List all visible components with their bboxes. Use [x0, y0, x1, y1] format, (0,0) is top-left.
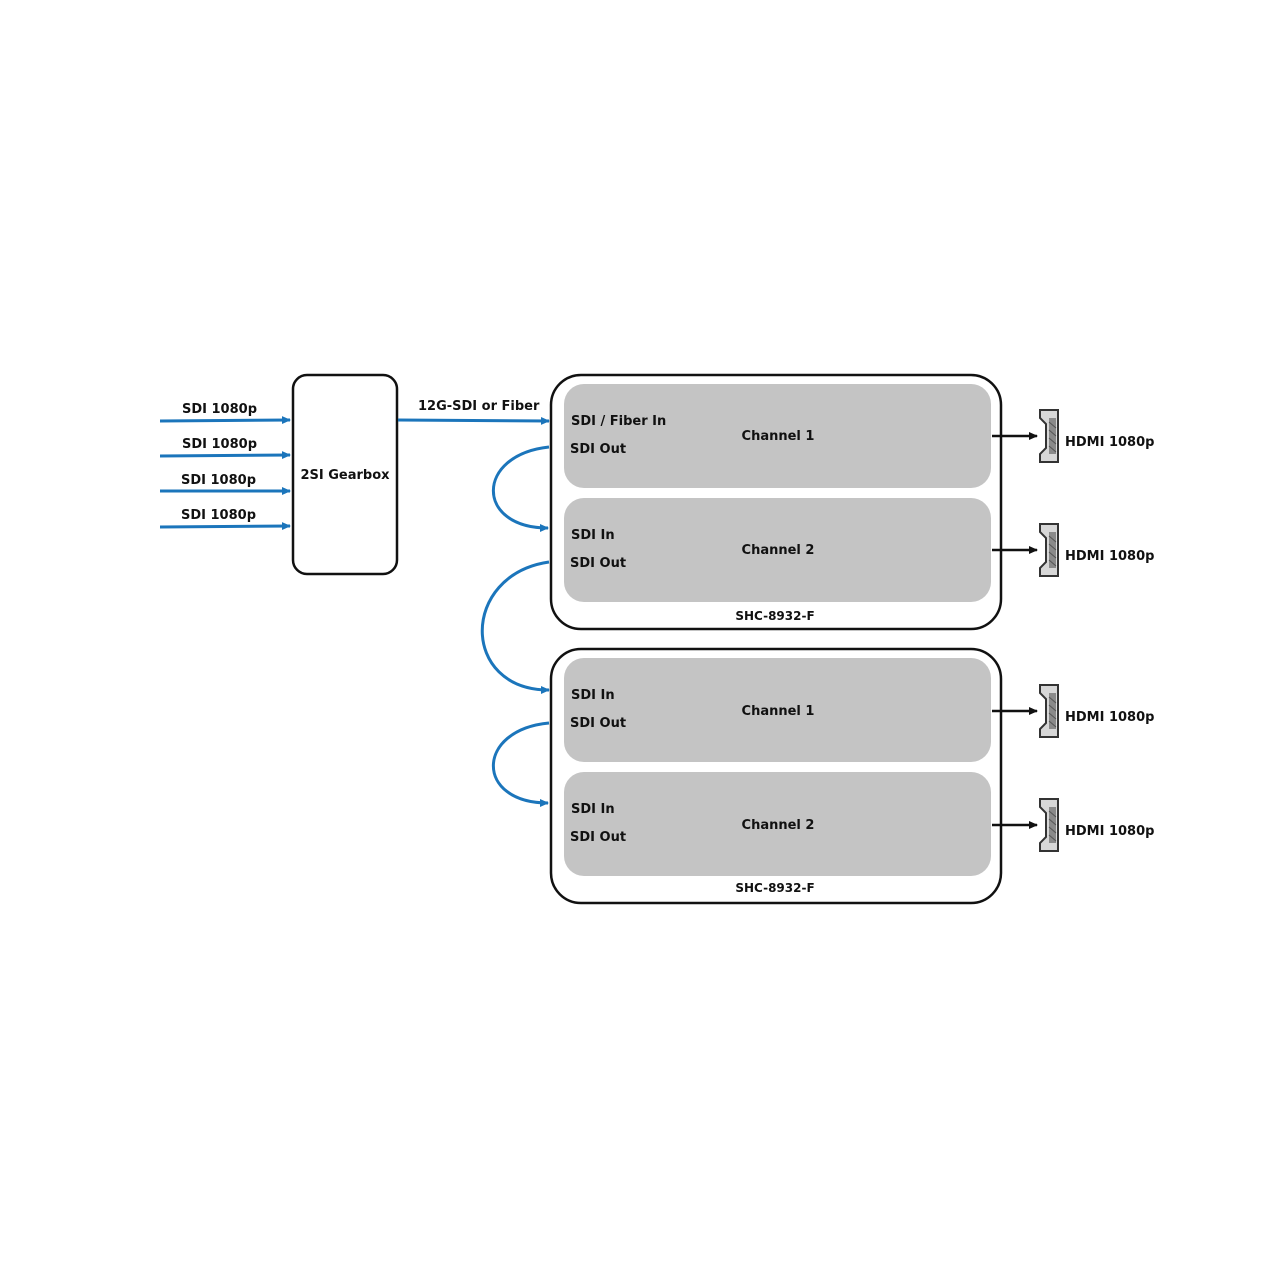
- unit-2-ch2-title: Channel 2: [742, 818, 815, 833]
- unit-1-model-label: SHC-8932-F: [735, 609, 814, 623]
- input-label-2: SDI 1080p: [182, 437, 257, 452]
- unit-2-ch2-in-label: SDI In: [571, 802, 615, 817]
- input-label-1: SDI 1080p: [182, 402, 257, 417]
- unit-2: SDI In SDI Out Channel 1 SDI In SDI Out …: [549, 647, 1003, 905]
- unit-2-channel-1-panel: [564, 658, 991, 762]
- hdmi-output-4: HDMI 1080p: [992, 798, 1154, 852]
- unit-2-ch1-out-label: SDI Out: [570, 716, 626, 731]
- loop-arrow-u1-to-u2: [480, 560, 550, 694]
- unit-2-ch1-title: Channel 1: [742, 704, 815, 719]
- unit-1: SDI / Fiber In SDI Out Channel 1 SDI In …: [549, 373, 1003, 631]
- loop-arrow-u1-ch1-to-ch2: [492, 445, 550, 532]
- unit-1-ch1-in-label: SDI / Fiber In: [571, 414, 666, 429]
- link-group: 12G-SDI or Fiber: [397, 399, 550, 425]
- hdmi-connector-icon: [1039, 798, 1059, 852]
- unit-1-ch1-title: Channel 1: [742, 429, 815, 444]
- hdmi-label-1: HDMI 1080p: [1065, 435, 1154, 450]
- hdmi-connector-icon: [1039, 523, 1059, 577]
- hdmi-label-3: HDMI 1080p: [1065, 710, 1154, 725]
- hdmi-output-1: HDMI 1080p: [992, 409, 1154, 463]
- unit-2-channel-2-panel: [564, 772, 991, 876]
- hdmi-output-2: HDMI 1080p: [992, 523, 1154, 577]
- hdmi-label-4: HDMI 1080p: [1065, 824, 1154, 839]
- unit-2-model-label: SHC-8932-F: [735, 881, 814, 895]
- loop-arrow-u2-ch1-to-ch2: [492, 721, 550, 807]
- hdmi-connector-icon: [1039, 684, 1059, 738]
- loop-through-group: [480, 445, 550, 807]
- unit-2-ch1-in-label: SDI In: [571, 688, 615, 703]
- input-label-3: SDI 1080p: [181, 473, 256, 488]
- gearbox-box: [291, 373, 399, 576]
- unit-1-ch2-title: Channel 2: [742, 543, 815, 558]
- input-arrow-2: [159, 451, 291, 460]
- gearbox-label: 2SI Gearbox: [300, 468, 390, 483]
- unit-1-channel-1-panel: [564, 384, 991, 488]
- input-arrow-4: [159, 522, 291, 531]
- link-arrow: [397, 416, 550, 425]
- input-arrow-1: [159, 416, 291, 425]
- unit-1-ch2-out-label: SDI Out: [570, 556, 626, 571]
- gearbox-block: 2SI Gearbox: [291, 373, 399, 576]
- input-label-4: SDI 1080p: [181, 508, 256, 523]
- unit-2-ch2-out-label: SDI Out: [570, 830, 626, 845]
- unit-1-channel-2-panel: [564, 498, 991, 602]
- hdmi-connector-icon: [1039, 409, 1059, 463]
- hdmi-label-2: HDMI 1080p: [1065, 549, 1154, 564]
- unit-1-ch2-in-label: SDI In: [571, 528, 615, 543]
- unit-1-ch1-out-label: SDI Out: [570, 442, 626, 457]
- input-group: SDI 1080p SDI 1080p SDI 1080p SDI 1080p: [159, 402, 291, 531]
- link-label: 12G-SDI or Fiber: [418, 399, 540, 414]
- hdmi-output-3: HDMI 1080p: [992, 684, 1154, 738]
